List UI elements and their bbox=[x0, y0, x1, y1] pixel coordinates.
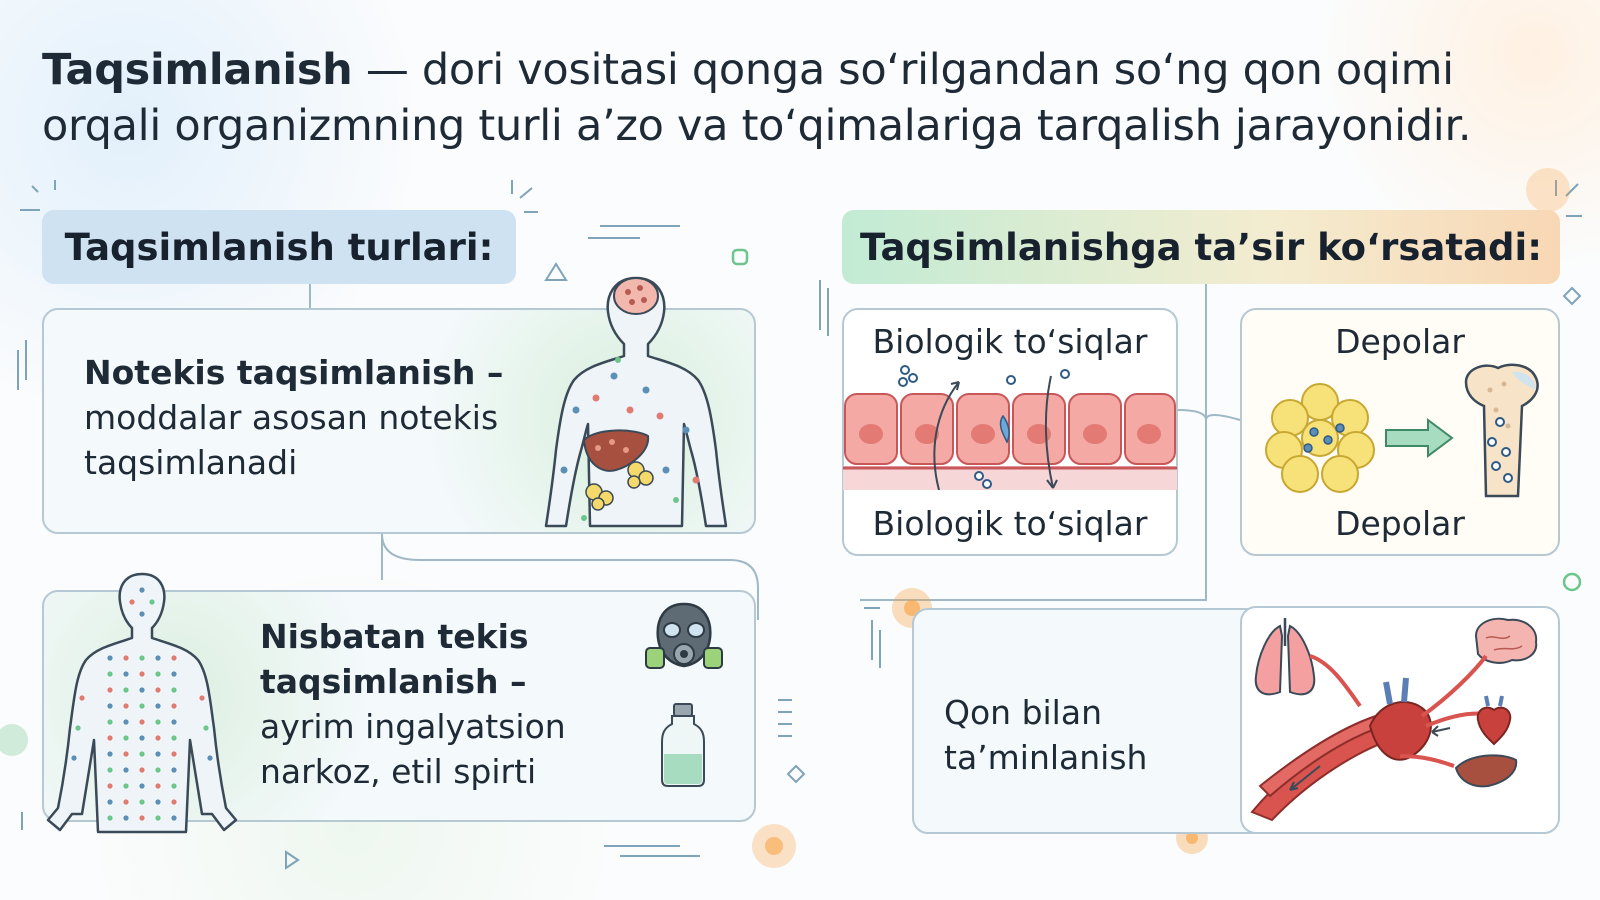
human-body-dots-icon bbox=[46, 572, 238, 834]
uneven-distribution-desc: moddalar asosan notekis taqsimlanadi bbox=[84, 398, 499, 482]
influencing-factors-heading: Taqsimlanishga ta’sir ko‘rsatadi: bbox=[842, 210, 1560, 284]
body-dot bbox=[107, 815, 113, 821]
transfer-arrow-icon bbox=[1385, 418, 1454, 458]
body-dot bbox=[129, 599, 135, 605]
body-dot bbox=[139, 611, 145, 617]
biological-barriers-top-label: Biologik to‘siqlar bbox=[872, 322, 1148, 361]
body-dot bbox=[123, 735, 129, 741]
body-dot bbox=[203, 725, 209, 731]
body-dot bbox=[171, 815, 177, 821]
human-body-organs-icon bbox=[544, 276, 728, 528]
body-dot bbox=[139, 815, 145, 821]
body-dot bbox=[171, 751, 177, 757]
body-dot bbox=[123, 687, 129, 693]
even-distribution-desc: ayrim ingalyatsion narkoz, etil spirti bbox=[260, 707, 566, 791]
body-dot bbox=[107, 767, 113, 773]
body-dot bbox=[123, 703, 129, 709]
body-dot bbox=[171, 799, 177, 805]
body-dot bbox=[107, 687, 113, 693]
body-dot bbox=[171, 767, 177, 773]
body-dot bbox=[155, 751, 161, 757]
body-dot bbox=[107, 799, 113, 805]
body-dot bbox=[155, 655, 161, 661]
body-dot bbox=[139, 751, 145, 757]
body-dot bbox=[71, 755, 77, 761]
uneven-distribution-text: Notekis taqsimlanish – moddalar asosan n… bbox=[84, 350, 524, 485]
body-dot bbox=[139, 767, 145, 773]
body-dot bbox=[107, 655, 113, 661]
bottle-icon bbox=[661, 703, 705, 787]
body-dot bbox=[139, 735, 145, 741]
even-distribution-title: Nisbatan tekis taqsimlanish – bbox=[260, 617, 529, 701]
body-dot bbox=[155, 703, 161, 709]
body-dot bbox=[139, 687, 145, 693]
body-dot bbox=[171, 735, 177, 741]
body-dot bbox=[171, 783, 177, 789]
blood-supply-card bbox=[912, 608, 1268, 834]
distribution-types-heading: Taqsimlanish turlari: bbox=[42, 210, 516, 284]
body-dot bbox=[123, 671, 129, 677]
body-dot bbox=[123, 719, 129, 725]
body-dot bbox=[171, 655, 177, 661]
uneven-distribution-title: Notekis taqsimlanish – bbox=[84, 353, 504, 392]
body-dot bbox=[107, 735, 113, 741]
body-dot bbox=[79, 695, 85, 701]
body-dot bbox=[149, 599, 155, 605]
body-dot bbox=[139, 719, 145, 725]
body-dot bbox=[123, 799, 129, 805]
body-dot bbox=[107, 783, 113, 789]
intro-term: Taqsimlanish bbox=[42, 45, 353, 95]
gas-mask-icon bbox=[645, 602, 723, 669]
body-dot bbox=[171, 703, 177, 709]
body-dot bbox=[139, 703, 145, 709]
cell-barrier-icon bbox=[843, 365, 1177, 491]
body-dot bbox=[171, 687, 177, 693]
body-dot bbox=[155, 735, 161, 741]
depots-top-label: Depolar bbox=[1335, 322, 1465, 361]
intro-text: — dori vositasi qonga so‘rilgandan so‘ng… bbox=[42, 45, 1472, 151]
body-dot bbox=[155, 719, 161, 725]
body-dot bbox=[123, 767, 129, 773]
body-dot bbox=[155, 783, 161, 789]
body-dot bbox=[107, 671, 113, 677]
body-dot bbox=[155, 815, 161, 821]
body-dot bbox=[139, 587, 145, 593]
body-dot bbox=[155, 799, 161, 805]
body-dot bbox=[199, 695, 205, 701]
body-dot bbox=[123, 815, 129, 821]
body-dot bbox=[207, 755, 213, 761]
body-dot bbox=[123, 783, 129, 789]
body-dot bbox=[171, 671, 177, 677]
body-dot bbox=[139, 655, 145, 661]
body-dot bbox=[107, 751, 113, 757]
body-dot bbox=[123, 655, 129, 661]
fat-cells-icon bbox=[1265, 383, 1375, 493]
body-dot bbox=[107, 703, 113, 709]
body-dot bbox=[139, 783, 145, 789]
bone-icon bbox=[1464, 363, 1539, 498]
circulation-organs-icon bbox=[1250, 617, 1538, 822]
intro-definition: Taqsimlanish — dori vositasi qonga so‘ri… bbox=[42, 42, 1562, 154]
body-dot bbox=[123, 751, 129, 757]
blood-supply-label: Qon bilan ta’minlanish bbox=[944, 693, 1148, 777]
body-dot bbox=[155, 671, 161, 677]
body-dot bbox=[75, 725, 81, 731]
body-dot bbox=[139, 671, 145, 677]
body-dot bbox=[155, 767, 161, 773]
body-dot bbox=[171, 719, 177, 725]
even-distribution-text: Nisbatan tekis taqsimlanish – ayrim inga… bbox=[260, 614, 620, 794]
depots-bottom-label: Depolar bbox=[1335, 504, 1465, 543]
biological-barriers-bottom-label: Biologik to‘siqlar bbox=[872, 504, 1148, 543]
even-dots bbox=[71, 587, 213, 821]
body-dot bbox=[107, 719, 113, 725]
body-dot bbox=[139, 799, 145, 805]
body-dot bbox=[155, 687, 161, 693]
